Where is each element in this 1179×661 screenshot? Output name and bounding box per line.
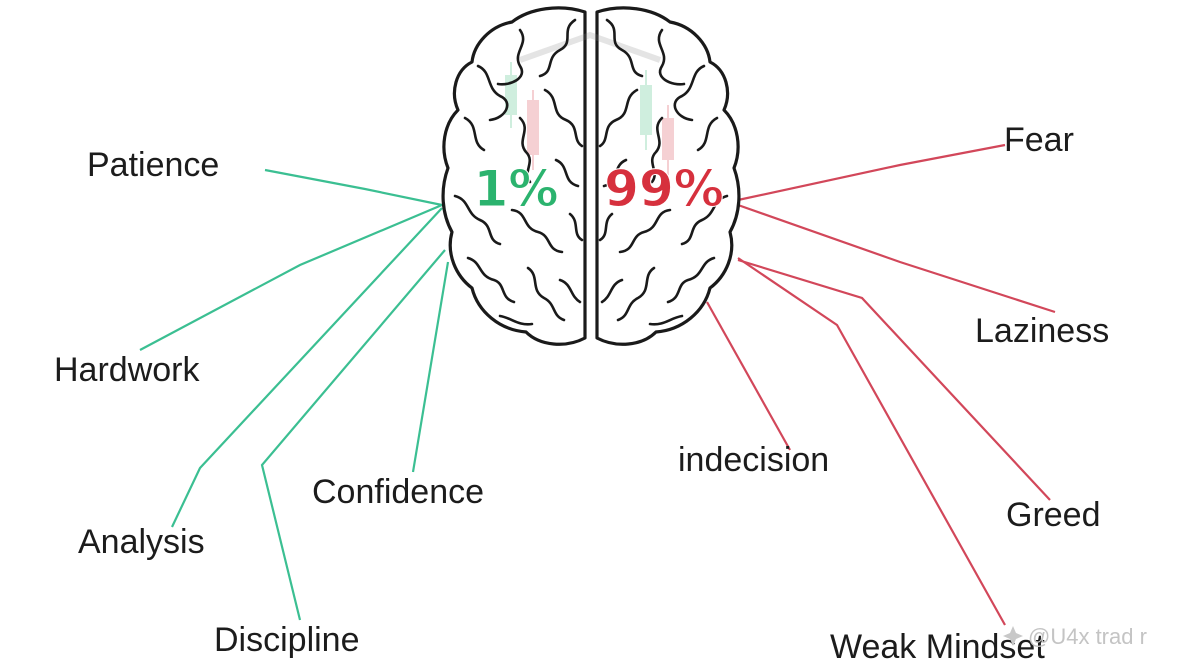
label-fear: Fear <box>1004 121 1074 159</box>
watermark: @U4x trad r <box>1003 624 1147 649</box>
label-patience: Patience <box>87 146 219 184</box>
connector-indecision <box>706 301 791 451</box>
connector-patience <box>264 168 443 207</box>
brain-left-folds <box>453 18 584 326</box>
label-hardwork: Hardwork <box>54 351 200 389</box>
watermark-text: @U4x trad r <box>1028 624 1147 649</box>
sparkle-icon <box>1003 626 1023 646</box>
label-analysis: Analysis <box>78 523 205 561</box>
label-laziness: Laziness <box>975 312 1109 350</box>
connector-weak-mindset <box>737 257 1006 626</box>
connector-discipline <box>260 249 446 621</box>
positive-connectors <box>139 168 450 621</box>
connector-analysis <box>171 207 443 528</box>
label-confidence: Confidence <box>312 473 484 511</box>
connector-greed <box>737 258 1051 501</box>
label-greed: Greed <box>1006 496 1101 534</box>
brain-right-percent: 99% <box>604 160 724 218</box>
label-indecision: indecision <box>678 441 829 479</box>
brain-illustration: 1% 99% <box>441 6 741 346</box>
positive-labels: Patience Hardwork Analysis Discipline Co… <box>54 146 484 659</box>
connector-fear <box>737 143 1006 202</box>
brain-right-folds <box>598 18 729 326</box>
connector-laziness <box>737 203 1056 314</box>
label-discipline: Discipline <box>214 621 360 659</box>
brain-left-percent: 1% <box>474 160 559 218</box>
negative-labels: Fear Laziness indecision Greed Weak Mind… <box>678 121 1109 661</box>
connector-confidence <box>411 261 450 473</box>
negative-connectors <box>706 143 1056 626</box>
connector-hardwork <box>139 203 443 351</box>
